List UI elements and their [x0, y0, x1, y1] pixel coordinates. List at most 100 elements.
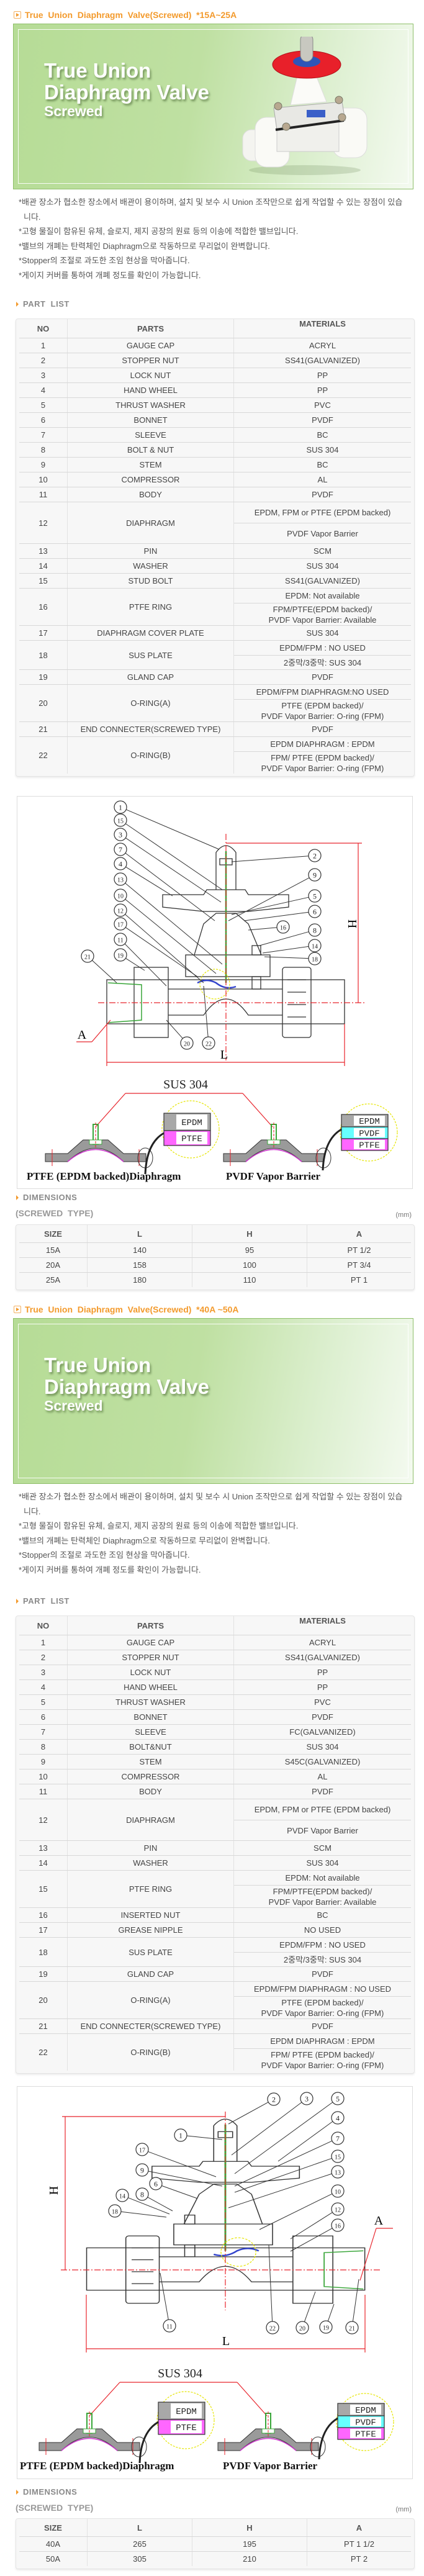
part-number: 17 — [38, 628, 48, 638]
callout-leader — [234, 2158, 332, 2193]
dimension-value: 50A — [45, 2554, 61, 2564]
part-number: 12 — [38, 1815, 48, 1825]
material-value: FPM/PTFE(EPDM backed)/ PVDF Vapor Barrie… — [234, 1885, 411, 1907]
callout-leader — [268, 2244, 273, 2322]
dimension-value: 100 — [192, 1258, 307, 1272]
callout-leader — [125, 809, 220, 850]
callout-16: 16 — [290, 2218, 345, 2252]
material-value: PP — [317, 371, 328, 380]
column-header: A — [307, 2519, 411, 2536]
material-value: PP — [317, 1683, 328, 1692]
feature-list: *배관 장소가 협소한 장소에서 배관이 용이하며, 설치 및 보수 시 Uni… — [19, 1489, 410, 1577]
column-header: PARTS — [67, 1616, 233, 1635]
layer-label-bg — [354, 1116, 385, 1126]
material-value: SUS 304 — [306, 561, 339, 571]
callout-number: 7 — [336, 2135, 340, 2143]
material-value: PP — [317, 1668, 328, 1677]
callout-number: 19 — [323, 2325, 329, 2332]
callout-circle — [114, 872, 127, 886]
callout-leader — [231, 897, 309, 915]
callout-circle — [331, 2092, 345, 2105]
part-materials: ACRYL — [233, 1635, 411, 1650]
callout-4: 4 — [277, 2111, 345, 2162]
part-number: 7 — [40, 430, 46, 440]
callout-circle — [114, 813, 127, 827]
callout-8: 8 — [259, 923, 322, 946]
callout-leader — [148, 2151, 217, 2177]
material-value: FPM/ PTFE (EPDM backed)/ PVDF Vapor Barr… — [234, 2048, 411, 2071]
part-list-heading: PART LIST — [16, 1596, 70, 1606]
part-number: 7 — [40, 1727, 46, 1737]
part-name: SLEEVE — [67, 428, 233, 442]
part-materials: BC — [233, 1908, 411, 1922]
callout-number: 22 — [269, 2326, 276, 2333]
callout-number: 20 — [184, 1041, 190, 1048]
callout-number: 9 — [313, 871, 317, 880]
part-materials: SCM — [233, 544, 411, 558]
caption-ptfe-diaphragm: PTFE (EPDM backed)Diaphragm — [20, 2460, 174, 2472]
section-title-text: True Union Diaphragm Valve(Screwed) *15A… — [25, 10, 237, 20]
zoom-circle — [336, 2393, 394, 2451]
part-number: 20 — [38, 698, 48, 708]
callout-circle — [135, 2143, 149, 2156]
heading-text: DIMENSIONS — [23, 2487, 78, 2497]
callout-13: 13 — [114, 872, 223, 965]
material-value: PVC — [314, 1697, 331, 1707]
material-value: PVDF — [312, 672, 333, 682]
callout-number: 12 — [117, 908, 124, 915]
callout-circle — [81, 949, 94, 963]
material-value: PVDF — [312, 1712, 333, 1722]
dimension-value: 158 — [87, 1258, 192, 1272]
material-value: EPDM DIAPHRAGM : EPDM — [270, 2036, 375, 2046]
part-number: 11 — [38, 1787, 48, 1796]
callout-15: 15 — [114, 813, 223, 890]
dimension-value: 195 — [192, 2537, 307, 2551]
part-number: 16 — [38, 602, 48, 612]
section-title: True Union Diaphragm Valve(Screwed) *15A… — [14, 9, 237, 20]
unit-label: (mm) — [395, 1211, 412, 1219]
part-name: COMPRESSOR — [67, 1769, 233, 1784]
callout-11: 11 — [160, 2272, 176, 2333]
banner-frame — [18, 29, 408, 184]
heading-text: DIMENSIONS — [23, 1193, 78, 1202]
callout-leader — [228, 2173, 332, 2208]
callout-number: 14 — [119, 2194, 125, 2200]
material-value: PVDF — [312, 1787, 333, 1796]
column-header: A — [307, 1225, 411, 1242]
callout-circle — [331, 2149, 345, 2163]
part-name: STOPPER NUT — [67, 1650, 233, 1665]
part-number: 6 — [40, 1712, 46, 1722]
material-value: SUS 304 — [306, 628, 339, 638]
part-materials: SUS 304 — [233, 626, 411, 640]
part-number: 8 — [40, 445, 46, 454]
callout-9: 9 — [228, 868, 322, 921]
material-value: FPM/ PTFE (EPDM backed)/ PVDF Vapor Barr… — [234, 751, 411, 774]
material-value: AL — [317, 1772, 328, 1781]
callout-number: 19 — [117, 953, 124, 960]
part-name: GREASE NIPPLE — [67, 1923, 233, 1937]
part-name: INSERTED NUT — [67, 1908, 233, 1922]
material-value: PVDF — [312, 1969, 333, 1979]
layer-label: PVDF — [355, 2418, 376, 2428]
sus-leader — [95, 1093, 126, 1128]
material-value: EPDM/FPM : NO USED — [279, 643, 366, 653]
callout-circle — [331, 2184, 345, 2198]
material-value: PP — [317, 386, 328, 395]
callout-leader — [304, 2291, 316, 2322]
part-name: LOCK NUT — [67, 368, 233, 382]
callout-number: 6 — [313, 908, 317, 916]
callout-leader — [231, 856, 309, 862]
layer-label-bg — [354, 1128, 385, 1137]
material-value: PVDF — [312, 490, 333, 499]
dimension-value: PT 3/4 — [307, 1258, 411, 1272]
